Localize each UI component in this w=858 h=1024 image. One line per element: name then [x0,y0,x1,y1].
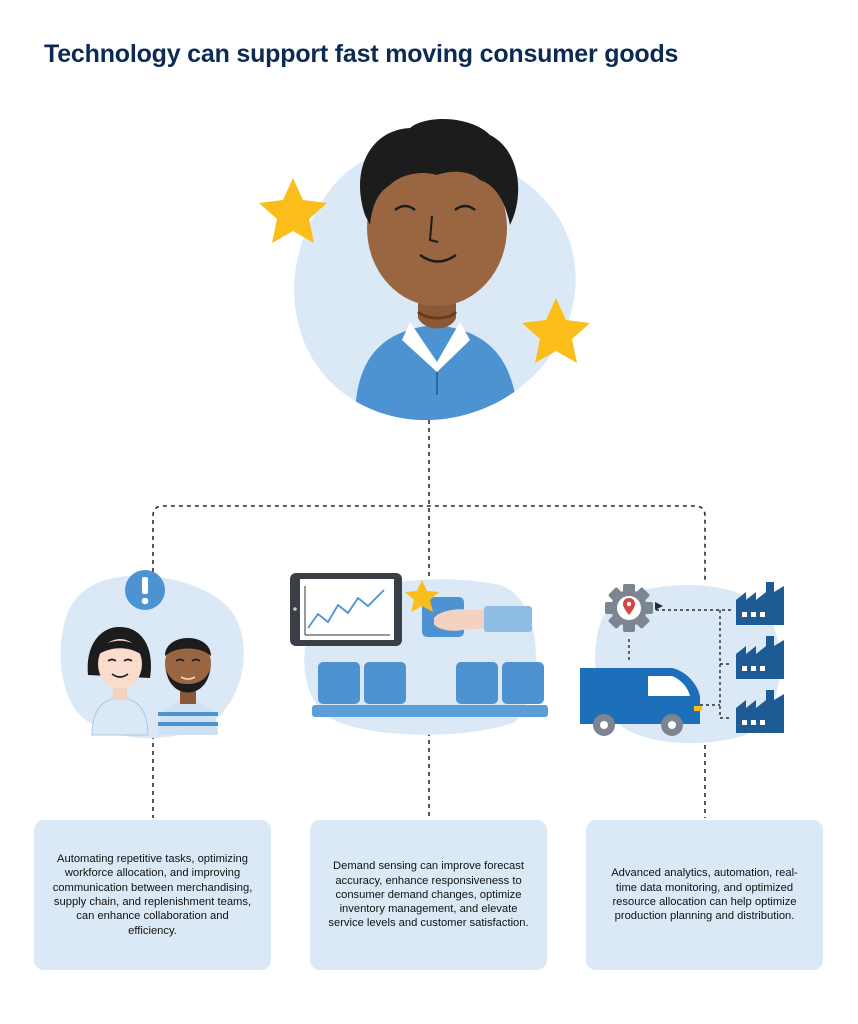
connector-lines [152,420,706,818]
card-text: Advanced analytics, automation, real-tim… [611,867,798,923]
card-text: Demand sensing can improve forecast accu… [328,860,529,930]
logistics-illustration [580,582,784,744]
card-workforce-collaboration: Automating repetitive tasks, optimizing … [34,820,271,970]
delivery-van-icon [580,668,702,736]
star-icon [259,178,327,243]
sleeve [484,606,532,632]
customer-collar [402,322,470,372]
factory-icon [736,690,784,733]
man-face [165,638,211,690]
card-text: Automating repetitive tasks, optimizing … [52,853,253,937]
factory-icon [736,582,784,625]
team-blob [60,575,244,739]
star-icon [405,580,439,612]
conveyor [312,705,548,717]
customer-hair [360,118,519,225]
card-production-distribution: Advanced analytics, automation, real-tim… [586,820,823,970]
customer-face [367,150,507,306]
star-icon [522,298,590,363]
connector-top-branch [152,505,706,580]
happy-customer-illustration [259,118,590,421]
page-title: Technology can support fast moving consu… [44,40,679,68]
woman-face [98,639,142,689]
team-illustration [60,570,244,739]
card-demand-sensing: Demand sensing can improve forecast accu… [310,820,547,970]
demand-sensing-illustration [290,573,548,735]
hand [434,609,486,631]
factory-icon [736,636,784,679]
tablet-chart-icon [290,573,402,646]
gear-location-icon [605,584,653,632]
